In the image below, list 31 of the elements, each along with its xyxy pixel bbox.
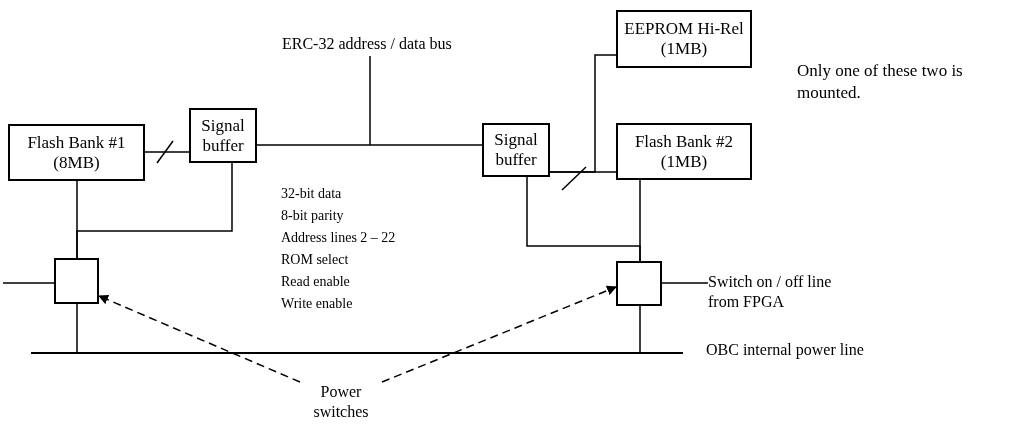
dashed-arrow: [98, 294, 301, 383]
signal-list-item: ROM select: [281, 251, 350, 269]
connector-line: [661, 282, 709, 284]
signal-list-item: Read enable: [281, 273, 351, 291]
power-switches-label: Power switches: [296, 382, 386, 426]
power-line: [31, 352, 683, 354]
connector-line: [144, 151, 190, 153]
signal-list-item: 32-bit data: [281, 185, 343, 203]
signal-list-item: Address lines 2 – 22: [281, 229, 396, 247]
connector-line: [549, 54, 617, 173]
signal-list-item: 8-bit parity: [281, 207, 345, 225]
switch-box: [616, 261, 662, 306]
connector-line: [2, 282, 55, 284]
connector-line: [639, 305, 641, 353]
buffer-box: Signal buffer: [189, 108, 257, 163]
connector-line: [76, 162, 233, 259]
connector-line: [369, 55, 371, 146]
connector-line: [256, 144, 483, 146]
power-line-label: OBC internal power line: [706, 340, 865, 360]
connector-line: [76, 303, 78, 353]
note-text: Only one of these two is mounted.: [797, 60, 964, 105]
signal-list-item: Write enable: [281, 295, 354, 313]
buffer-box: Signal buffer: [482, 123, 550, 177]
switch-box: [54, 258, 99, 304]
dashed-arrow: [381, 285, 617, 383]
bus-label: ERC-32 address / data bus: [282, 34, 478, 56]
memory-box: Flash Bank #2 (1MB): [616, 123, 752, 180]
connector-line: [526, 176, 641, 262]
memory-box: Flash Bank #1 (8MB): [8, 124, 145, 181]
memory-box: EEPROM Hi-Rel (1MB): [616, 10, 752, 68]
signal-label: Switch on / off line from FPGA: [708, 272, 868, 316]
